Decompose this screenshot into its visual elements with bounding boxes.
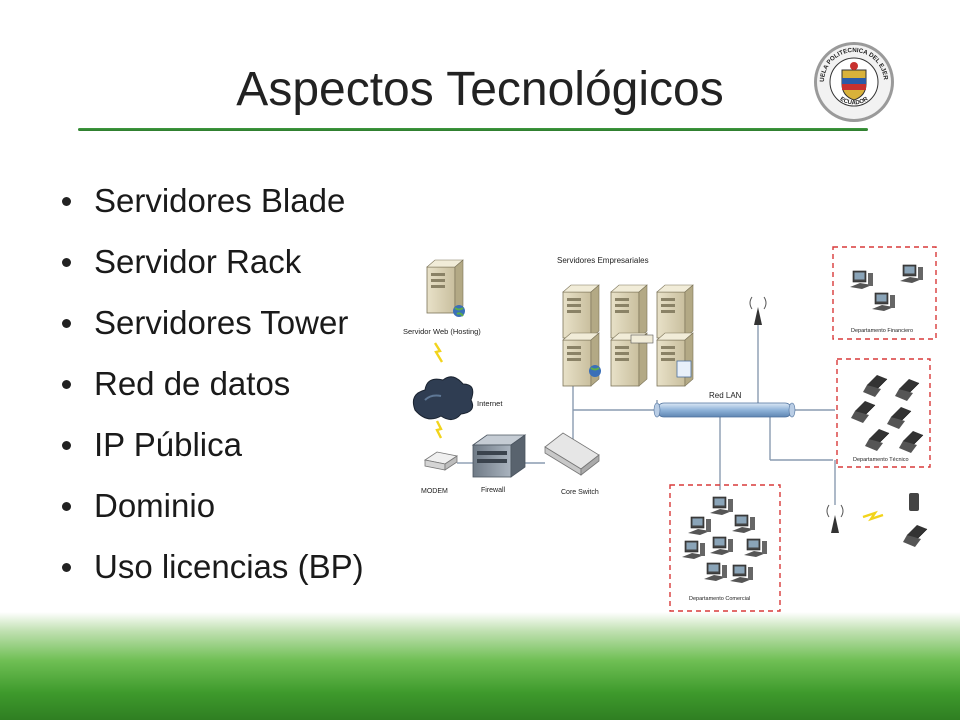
servers-title: Servidores Empresariales <box>557 256 649 265</box>
bullet-dot-icon <box>62 319 71 328</box>
bullet-dot-icon <box>62 258 71 267</box>
wireless-antenna-icon <box>749 296 767 325</box>
bullet-dot-icon <box>62 563 71 572</box>
mobile-phone-icon <box>909 493 919 511</box>
title-underline <box>78 128 868 131</box>
red-lan-label: Red LAN <box>709 391 742 400</box>
bullet-dot-icon <box>62 502 71 511</box>
web-server-label: Servidor Web (Hosting) <box>403 327 481 336</box>
tecnico-laptops <box>850 374 924 454</box>
slide-title: Aspectos Tecnológicos <box>236 63 724 116</box>
bullet-item: Uso licencias (BP) <box>62 538 364 599</box>
dept-tecnico-box <box>836 358 931 468</box>
bullet-dot-icon <box>62 441 71 450</box>
bullet-item: IP Pública <box>62 416 364 477</box>
comercial-pcs <box>681 496 768 584</box>
enterprise-servers-icon <box>562 284 694 387</box>
bullet-dot-icon <box>62 380 71 389</box>
dept-tecnico-label: Departamento Técnico <box>853 457 909 463</box>
bullet-item: Servidor Rack <box>62 233 364 294</box>
modem-label: MODEM <box>421 488 448 495</box>
bullet-item: Dominio <box>62 477 364 538</box>
bullet-item: Red de datos <box>62 355 364 416</box>
footer-green-gradient <box>0 612 960 720</box>
wireless-link-icon <box>862 510 884 522</box>
bullet-list: Servidores Blade Servidor Rack Servidore… <box>62 172 364 599</box>
network-diagram: Red LAN Servidor Web (Hosting) Internet … <box>403 246 937 612</box>
wireless-antenna-icon <box>826 504 844 533</box>
core-switch-icon <box>544 432 600 476</box>
bullet-dot-icon <box>62 197 71 206</box>
web-server-icon <box>426 259 465 317</box>
internet-cloud-icon <box>412 376 474 420</box>
svg-text:ECUADOR: ECUADOR <box>839 96 870 106</box>
dept-financiero-label: Departamento Financiero <box>851 328 913 334</box>
laptop-icon <box>902 524 928 548</box>
institution-seal-logo: ESCUELA POLITECNICA DEL EJERCITO ECUADOR <box>812 40 894 122</box>
lan-backbone <box>653 402 796 418</box>
wireless-link-icon <box>433 342 444 363</box>
financiero-pcs <box>849 264 924 312</box>
dept-comercial-box <box>669 484 781 612</box>
modem-icon <box>423 451 459 471</box>
core-switch-label: Core Switch <box>561 489 599 496</box>
firewall-label: Firewall <box>481 487 506 494</box>
dept-comercial-label: Departamento Comercial <box>689 596 750 602</box>
dept-financiero-box <box>832 246 937 340</box>
wireless-link-icon <box>435 420 443 439</box>
bullet-item: Servidores Tower <box>62 294 364 355</box>
internet-label: Internet <box>477 399 503 408</box>
bullet-item: Servidores Blade <box>62 172 364 233</box>
firewall-icon <box>471 434 527 478</box>
